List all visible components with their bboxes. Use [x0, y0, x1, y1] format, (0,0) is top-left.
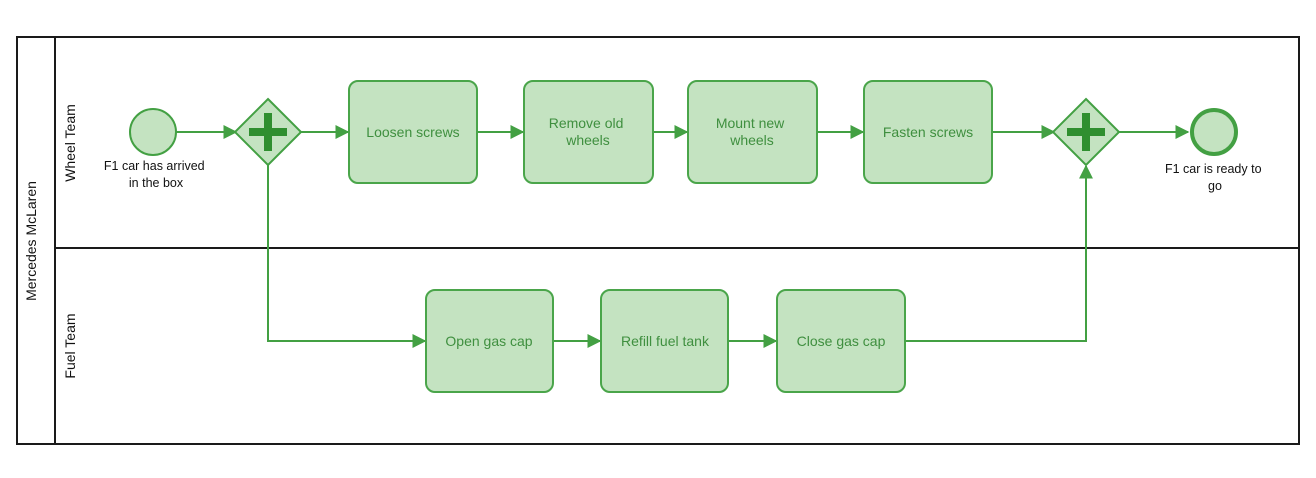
- start-event: F1 car has arrived in the box: [104, 108, 208, 190]
- task-fasten-screws[interactable]: Fasten screws: [863, 80, 993, 184]
- lane-label-fuel-team: Fuel Team: [62, 313, 78, 378]
- start-event-circle: [129, 108, 177, 156]
- task-box: [687, 80, 818, 184]
- task-mount-new-wheels[interactable]: Mount new wheels: [687, 80, 818, 184]
- task-box: [776, 289, 906, 393]
- task-label-line: Fasten screws: [883, 124, 973, 140]
- end-event-label-line-1: F1 car is ready to: [1165, 162, 1262, 176]
- task-box: [425, 289, 554, 393]
- pool-border: [16, 36, 1300, 445]
- task-label-line: Mount new: [716, 115, 785, 131]
- task-open-gas-cap[interactable]: Open gas cap: [425, 289, 554, 393]
- pool: Mercedes McLaren Wheel Team Fuel Team: [16, 36, 1300, 445]
- end-event-circle: [1190, 108, 1238, 156]
- task-label-line: wheels: [565, 132, 610, 148]
- task-label: Mount new wheels: [716, 115, 788, 148]
- task-label-line: Loosen screws: [366, 124, 459, 140]
- flow-split-to-open-cap: [267, 165, 427, 348]
- task-close-gas-cap[interactable]: Close gas cap: [776, 289, 906, 393]
- sequence-flows: [176, 125, 1190, 348]
- task-label: Open gas cap: [445, 333, 532, 349]
- task-loosen-screws[interactable]: Loosen screws: [348, 80, 478, 184]
- task-label-line: Close gas cap: [797, 333, 886, 349]
- flow-close-cap-to-join: [905, 164, 1093, 342]
- task-label: Loosen screws: [366, 124, 459, 140]
- end-event-label-line-2: go: [1208, 179, 1222, 193]
- task-label-line: Refill fuel tank: [621, 333, 710, 349]
- pool-label: Mercedes McLaren: [23, 181, 39, 301]
- task-label: Close gas cap: [797, 333, 886, 349]
- join-gateway: [1051, 97, 1121, 167]
- task-label-line: Remove old: [549, 115, 624, 131]
- plus-icon: [1067, 113, 1105, 151]
- plus-icon: [249, 113, 287, 151]
- start-event-label-line-2: in the box: [129, 176, 184, 190]
- end-event-label: F1 car is ready to go: [1165, 162, 1265, 193]
- lane-label-wheel-team: Wheel Team: [62, 104, 78, 182]
- task-box: [863, 80, 993, 184]
- task-label-line: wheels: [729, 132, 774, 148]
- task-refill-fuel-tank[interactable]: Refill fuel tank: [600, 289, 729, 393]
- task-label: Remove old wheels: [549, 115, 628, 148]
- end-event: F1 car is ready to go: [1165, 108, 1265, 193]
- task-box: [523, 80, 654, 184]
- task-box: [348, 80, 478, 184]
- task-label: Fasten screws: [883, 124, 973, 140]
- task-box: [600, 289, 729, 393]
- start-event-label-line-1: F1 car has arrived: [104, 159, 205, 173]
- start-event-label: F1 car has arrived in the box: [104, 159, 208, 190]
- task-remove-old-wheels[interactable]: Remove old wheels: [523, 80, 654, 184]
- task-label-line: Open gas cap: [445, 333, 532, 349]
- split-gateway: [233, 97, 303, 167]
- task-label: Refill fuel tank: [621, 333, 710, 349]
